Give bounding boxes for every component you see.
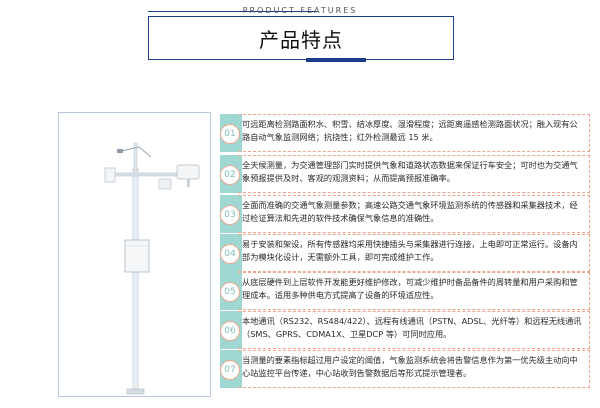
feature-text: 全面而准确的交通气象测量参数；高速公路交通气象环境监测系统的传感器和采集器技术，… [242,200,578,223]
feature-frame [238,272,590,310]
feature-text: 从底层硬件到上层软件开发能更好维护修改，可减少维护时备品备件的周转量和用户采购和… [242,277,578,300]
feature-number: 03 [220,205,240,225]
feature-item-05: 05 从底层硬件到上层软件开发能更好维护修改，可减少维护时备品备件的周转量和用户… [220,272,590,310]
title-frame [148,16,454,60]
product-image-panel [58,112,211,397]
feature-number: 06 [220,321,240,341]
section-subtitle: PRODUCT FEATURES [242,6,358,15]
feature-item-01: 01 可远距离检测路面积水、积雪、结冰厚度、湿滑程度；远距离遥感检测路面状况；融… [220,114,590,152]
feature-number: 07 [220,360,240,380]
page-title: 产品特点 [259,28,343,52]
feature-frame [238,114,590,152]
feature-text: 全天候测量，为交通管理部门实时提供气象和道路状态数据来保证行车安全；可时也为交通… [242,160,578,183]
feature-frame [238,350,590,388]
feature-frame [238,155,590,193]
feature-number: 05 [220,282,240,302]
feature-text: 本地通讯（RS232、RS484/422）、远程有线通讯（PSTN、ADSL、光… [242,316,582,339]
feature-number: 01 [220,124,240,144]
feature-frame [238,311,590,349]
feature-item-06: 06 本地通讯（RS232、RS484/422）、远程有线通讯（PSTN、ADS… [220,311,590,349]
feature-text: 当测量的要素指标超过用户设定的阈值，气象监测系统会将告警信息作为第一优先级主动向… [242,355,578,378]
feature-text: 易于安装和架设，所有传感器均采用快捷插头与采集器进行连接，上电即可正常运行。设备… [242,239,578,262]
feature-item-03: 03 全面而准确的交通气象测量参数；高速公路交通气象环境监测系统的传感器和采集器… [220,195,590,233]
weather-station-image [104,142,200,395]
feature-frame [238,195,590,233]
feature-item-07: 07 当测量的要素指标超过用户设定的阈值，气象监测系统会将告警信息作为第一优先级… [220,350,590,388]
header-line-left [148,11,318,12]
feature-number: 04 [220,244,240,264]
feature-text: 可远距离检测路面积水、积雪、结冰厚度、湿滑程度；远距离遥感检测路面状况；融入现有… [242,119,578,142]
title-accent-bar [306,58,366,62]
feature-item-02: 02 全天候测量，为交通管理部门实时提供气象和道路状态数据来保证行车安全；可时也… [220,155,590,193]
feature-item-04: 04 易于安装和架设，所有传感器均采用快捷插头与采集器进行连接，上电即可正常运行… [220,234,590,272]
feature-number: 02 [220,165,240,185]
feature-frame [238,234,590,272]
